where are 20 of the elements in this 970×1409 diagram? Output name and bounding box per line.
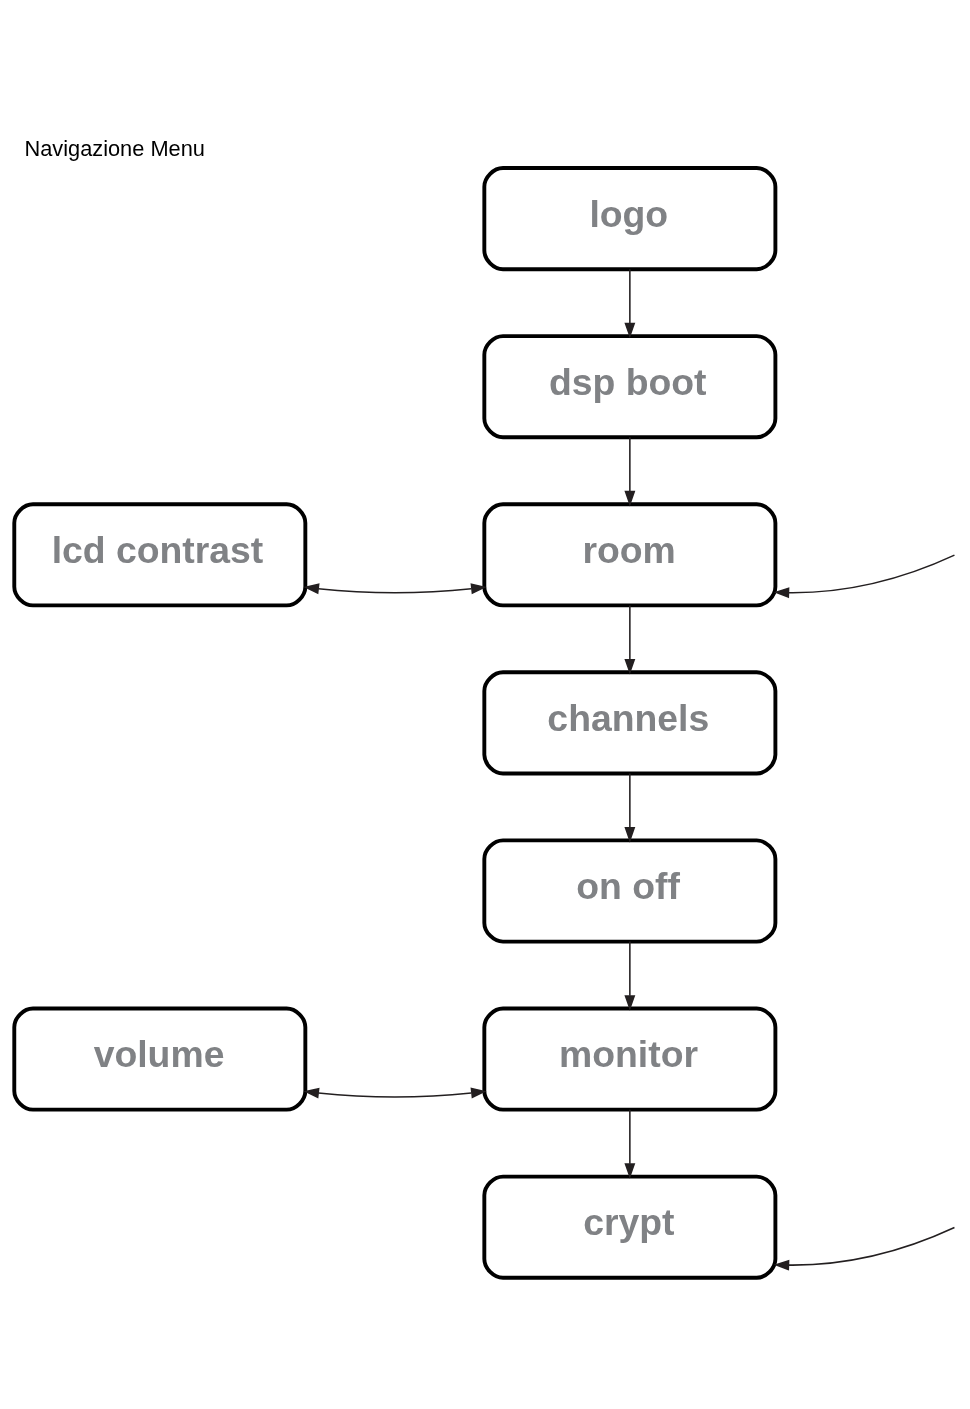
node-box: monitor bbox=[482, 1006, 778, 1112]
arrow bbox=[624, 1108, 636, 1179]
diagram-title: Navigazione Menu bbox=[24, 135, 205, 161]
arrow bbox=[773, 1226, 956, 1271]
arrow bbox=[303, 1087, 487, 1098]
arrow bbox=[624, 436, 636, 506]
node-box: room bbox=[482, 501, 778, 607]
node-box: volume bbox=[12, 1006, 308, 1112]
arrow bbox=[624, 604, 636, 675]
arrow bbox=[303, 582, 487, 594]
node-box: on off bbox=[482, 837, 778, 944]
node-box: dsp boot bbox=[482, 333, 778, 439]
arrow bbox=[773, 553, 956, 598]
arrow bbox=[624, 940, 636, 1011]
arrow bbox=[624, 267, 636, 338]
arrow bbox=[624, 772, 636, 843]
node-box: logo bbox=[482, 165, 778, 271]
node-box: lcd contrast bbox=[12, 501, 308, 607]
node-box: crypt bbox=[482, 1174, 778, 1280]
node-box: channels bbox=[482, 669, 778, 775]
